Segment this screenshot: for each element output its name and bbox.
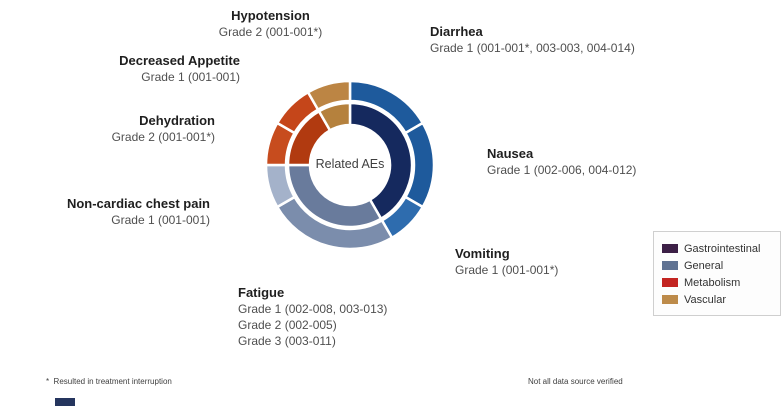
ae-grade-lines: Grade 1 (001-001*, 003-003, 004-014) bbox=[430, 40, 635, 56]
donut-center-label: Related AEs bbox=[315, 157, 385, 171]
ae-grade-lines: Grade 2 (001-001*) bbox=[55, 129, 215, 145]
grade-line: Grade 1 (001-001) bbox=[141, 70, 240, 84]
ae-title: Hypotension bbox=[231, 8, 310, 23]
outer-segment-hypotension[interactable] bbox=[306, 79, 352, 112]
ae-title: Non-cardiac chest pain bbox=[66, 196, 210, 211]
ae-label-nausea: Nausea Grade 1 (002-006, 004-012) bbox=[487, 146, 636, 178]
footnote-data-source: Not all data source verified bbox=[528, 377, 623, 386]
grade-line: Grade 3 (003-011) bbox=[238, 334, 336, 348]
legend-item-metabolism[interactable]: Metabolism bbox=[662, 275, 772, 290]
ae-title: Nausea bbox=[487, 146, 534, 161]
legend-swatch-metabolism bbox=[662, 278, 678, 287]
legend-label: Vascular bbox=[684, 293, 726, 306]
inner-segment-gastrointestinal[interactable] bbox=[348, 101, 414, 221]
page-artifact-bar bbox=[55, 398, 75, 406]
grade-line: Grade 1 (002-006, 004-012) bbox=[487, 163, 637, 177]
ae-title: Decreased Appetite bbox=[119, 53, 240, 68]
ae-title: Dehydration bbox=[139, 113, 215, 128]
footnote-treatment-interruption: * Resulted in treatment interruption bbox=[46, 377, 172, 386]
ae-title: Vomiting bbox=[455, 246, 510, 261]
ae-label-diarrhea: Diarrhea Grade 1 (001-001*, 003-003, 004… bbox=[430, 24, 635, 56]
legend-label: Gastrointestinal bbox=[684, 242, 761, 255]
ae-grade-lines: Grade 1 (001-001) bbox=[20, 212, 210, 228]
legend-swatch-gastrointestinal bbox=[662, 244, 678, 253]
legend-swatch-general bbox=[662, 261, 678, 270]
legend-item-gastrointestinal[interactable]: Gastrointestinal bbox=[662, 241, 772, 256]
category-legend: Gastrointestinal General Metabolism Vasc… bbox=[653, 231, 781, 316]
ae-grade-lines: Grade 2 (001-001*) bbox=[178, 24, 363, 40]
ae-grade-lines: Grade 1 (001-001) bbox=[50, 69, 240, 85]
grade-line: Grade 1 (001-001*, 003-003, 004-014) bbox=[430, 41, 635, 55]
ae-label-vomiting: Vomiting Grade 1 (001-001*) bbox=[455, 246, 558, 278]
ae-grade-lines: Grade 1 (002-008, 003-013) Grade 2 (002-0… bbox=[238, 301, 387, 349]
ae-label-dehydration: Dehydration Grade 2 (001-001*) bbox=[55, 113, 215, 145]
legend-swatch-vascular bbox=[662, 295, 678, 304]
related-aes-donut-chart bbox=[230, 45, 470, 285]
donut-svg bbox=[264, 79, 436, 251]
legend-label: Metabolism bbox=[684, 276, 741, 289]
legend-item-vascular[interactable]: Vascular bbox=[662, 292, 772, 307]
ae-label-decreased-appetite: Decreased Appetite Grade 1 (001-001) bbox=[50, 53, 240, 85]
ae-label-non-cardiac-chest-pain: Non-cardiac chest pain Grade 1 (001-001) bbox=[20, 196, 210, 228]
grade-line: Grade 1 (001-001) bbox=[111, 213, 210, 227]
grade-line: Grade 1 (002-008, 003-013) bbox=[238, 302, 388, 316]
ae-label-fatigue: Fatigue Grade 1 (002-008, 003-013)Grade … bbox=[238, 285, 387, 349]
grade-line: Grade 1 (001-001*) bbox=[455, 263, 559, 277]
ae-grade-lines: Grade 1 (002-006, 004-012) bbox=[487, 162, 636, 178]
legend-item-general[interactable]: General bbox=[662, 258, 772, 273]
inner-segment-vascular[interactable] bbox=[317, 101, 352, 133]
ae-title: Fatigue bbox=[238, 285, 285, 300]
ae-title: Diarrhea bbox=[430, 24, 483, 39]
grade-line: Grade 2 (001-001*) bbox=[218, 25, 323, 39]
grade-line: Grade 2 (002-005) bbox=[238, 318, 337, 332]
legend-label: General bbox=[684, 259, 724, 272]
ae-label-hypotension: Hypotension Grade 2 (001-001*) bbox=[178, 8, 363, 40]
ae-grade-lines: Grade 1 (001-001*) bbox=[455, 262, 558, 278]
grade-line: Grade 2 (001-001*) bbox=[111, 130, 215, 144]
